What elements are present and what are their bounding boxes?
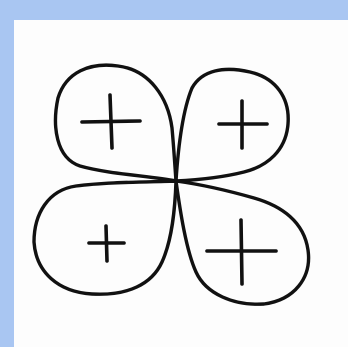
plus-sign-top-right <box>219 101 267 148</box>
plus-sign-bottom-right <box>207 220 276 284</box>
plus-sign-top-left <box>82 95 140 148</box>
plus-sign-bottom-left <box>89 226 124 261</box>
